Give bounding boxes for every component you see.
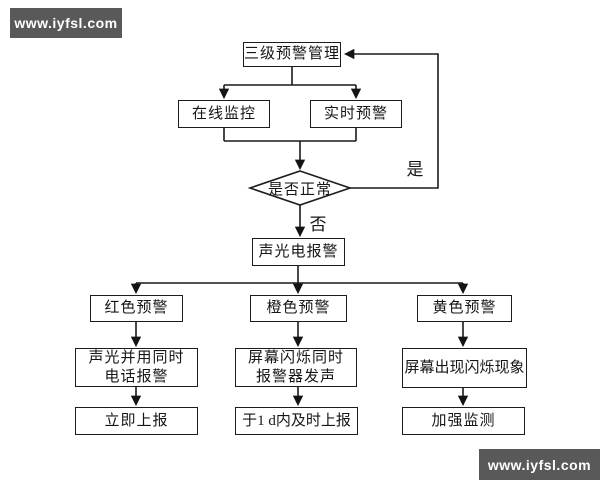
node-strengthen-monitoring: 加强监测	[402, 407, 525, 435]
node-warning-management: 三级预警管理	[243, 42, 341, 67]
node-orange-warning: 橙色预警	[250, 295, 347, 322]
node-orange-action: 屏幕闪烁同时 报警器发声	[235, 348, 357, 387]
node-report-within-1-day: 于1 d内及时上报	[235, 407, 358, 435]
node-red-action: 声光并用同时 电话报警	[75, 348, 198, 387]
node-online-monitoring: 在线监控	[178, 100, 270, 128]
edge-yes-loop	[343, 48, 439, 189]
edge-label-no: 否	[309, 214, 327, 234]
node-sound-light-alarm: 声光电报警	[252, 238, 345, 266]
node-yellow-action: 屏幕出现闪烁现象	[402, 348, 527, 388]
node-immediate-report: 立即上报	[75, 407, 198, 435]
decision-diamond	[247, 170, 353, 206]
node-decision-is-normal: 是否正常	[267, 181, 332, 198]
watermark-bottom-right: www.iyfsl.com	[479, 449, 600, 480]
node-yellow-warning: 黄色预警	[417, 295, 512, 322]
watermark-top-left: www.iyfsl.com	[10, 8, 122, 38]
node-red-warning: 红色预警	[90, 295, 183, 322]
edge-label-yes: 是	[406, 159, 424, 179]
node-realtime-warning: 实时预警	[310, 100, 402, 128]
